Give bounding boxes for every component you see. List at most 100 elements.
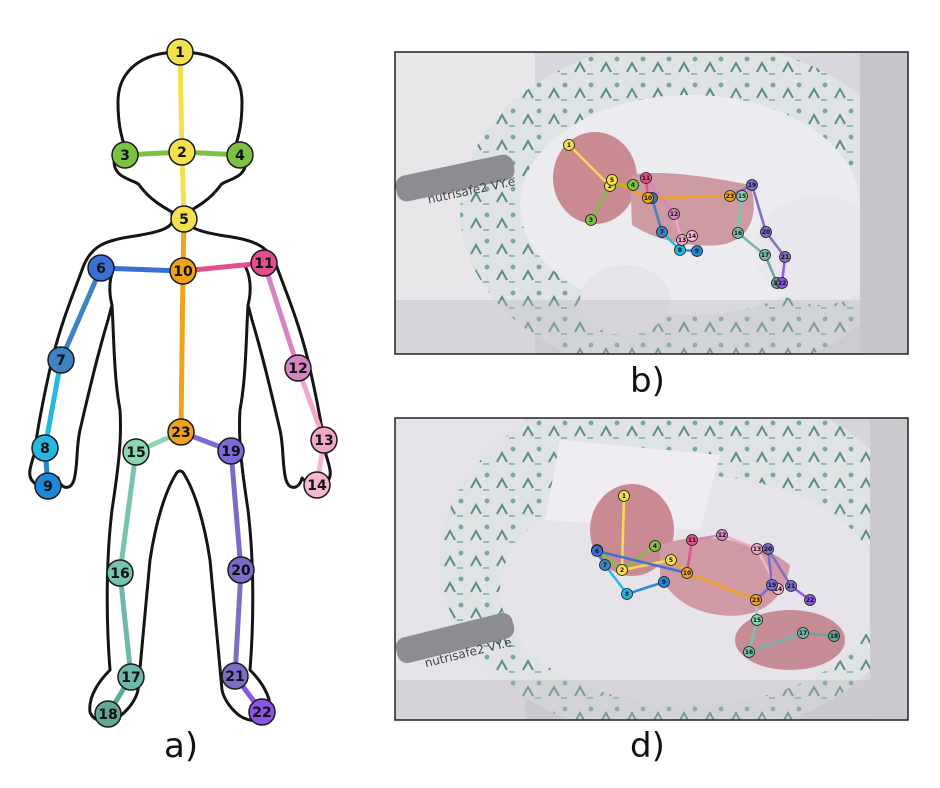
a-bone-1-2 — [177, 49, 185, 155]
b-keypoint-marker — [746, 179, 758, 191]
a-keypoint-marker — [170, 205, 198, 233]
a-keypoint-20: 20 — [227, 556, 255, 584]
b-keypoint-marker — [686, 230, 698, 242]
d-keypoint-number: 19 — [768, 582, 776, 589]
d-keypoint-number: 2 — [620, 567, 624, 574]
b-keypoint-7: 7 — [656, 226, 668, 238]
a-keypoint-number: 15 — [126, 445, 145, 461]
d-keypoint-number: 21 — [787, 583, 795, 590]
d-keypoint-marker — [616, 564, 628, 576]
panel-d-photo: nutrisafe2 VY.e 123456789101112131415161… — [394, 417, 909, 721]
b-keypoint-marker — [691, 245, 703, 257]
b-keypoint-number: 14 — [688, 233, 696, 240]
b-keypoint-marker — [627, 179, 639, 191]
b-bone-15-16 — [736, 194, 744, 235]
b-keypoint-1: 1 — [563, 139, 575, 151]
a-keypoint-marker — [47, 346, 75, 374]
a-keypoint-marker — [250, 249, 278, 277]
a-keypoint-marker — [34, 472, 62, 500]
photo-d-frame — [394, 417, 909, 721]
d-keypoint-marker — [828, 630, 840, 642]
b-keypoint-marker — [563, 139, 575, 151]
d-keypoint-marker — [591, 545, 603, 557]
d-keypoint-12: 12 — [716, 529, 728, 541]
a-keypoint-marker — [94, 700, 122, 728]
b-keypoint-marker — [640, 172, 652, 184]
b-keypoint-12: 12 — [668, 208, 680, 220]
d-keypoint-7: 7 — [599, 559, 611, 571]
a-keypoint-number: 5 — [179, 212, 189, 228]
a-bone-11-12 — [261, 260, 301, 371]
a-keypoint-number: 21 — [225, 669, 244, 685]
panel-b-photo: nutrisafe2 VY.e 123456789101112131415161… — [394, 51, 909, 355]
d-keypoint-marker — [804, 594, 816, 606]
a-keypoint-number: 13 — [314, 433, 333, 449]
a-keypoint-marker — [106, 559, 134, 587]
b-keypoint-4: 4 — [627, 179, 639, 191]
b-keypoint-15: 15 — [736, 190, 748, 202]
d-bone-16-17 — [747, 631, 805, 654]
d-keypoint-number: 12 — [718, 532, 726, 539]
a-keypoint-14: 14 — [303, 471, 331, 499]
a-keypoint-2: 2 — [168, 138, 196, 166]
d-keypoint-marker — [766, 579, 778, 591]
b-keypoint-number: 15 — [738, 193, 746, 200]
a-keypoint-number: 23 — [171, 425, 190, 441]
d-bone-8-9 — [625, 580, 666, 596]
a-keypoint-18: 18 — [94, 700, 122, 728]
a-keypoint-marker — [248, 698, 276, 726]
b-keypoint-number: 19 — [748, 182, 756, 189]
d-keypoint-number: 13 — [753, 546, 761, 553]
d-keypoint-marker — [686, 534, 698, 546]
d-keypoint-4: 4 — [649, 540, 661, 552]
d-keypoint-16: 16 — [743, 646, 755, 658]
a-bone-16-17 — [117, 570, 134, 680]
a-keypoint-23: 23 — [167, 418, 195, 446]
b-keypoint-number: 13 — [678, 237, 686, 244]
d-keypoint-marker — [649, 540, 661, 552]
b-keypoint-number: 1 — [567, 142, 571, 149]
d-keypoint-6: 6 — [591, 545, 603, 557]
a-keypoint-16: 16 — [106, 559, 134, 587]
a-keypoint-number: 10 — [173, 264, 193, 280]
a-keypoint-number: 19 — [221, 444, 240, 460]
a-keypoint-12: 12 — [284, 354, 312, 382]
d-keypoint-marker — [716, 529, 728, 541]
a-keypoint-marker — [217, 437, 245, 465]
a-keypoint-number: 6 — [96, 261, 106, 277]
a-keypoint-number: 7 — [56, 353, 66, 369]
d-keypoint-13: 13 — [751, 543, 763, 555]
d-keypoint-11: 11 — [686, 534, 698, 546]
a-bone-19-20 — [228, 448, 244, 573]
d-keypoint-5: 5 — [665, 554, 677, 566]
d-keypoint-marker — [658, 576, 670, 588]
d-keypoint-number: 9 — [662, 579, 666, 586]
photo-d: nutrisafe2 VY.e — [395, 418, 908, 720]
d-keypoint-10: 10 — [681, 567, 693, 579]
a-keypoint-17: 17 — [117, 663, 145, 691]
d-keypoint-number: 8 — [625, 591, 629, 598]
d-keypoint-marker — [750, 594, 762, 606]
b-keypoint-8: 8 — [674, 244, 686, 256]
d-keypoint-number: 5 — [669, 557, 673, 564]
a-keypoint-marker — [31, 434, 59, 462]
a-keypoint-number: 11 — [254, 256, 273, 272]
d-keypoint-marker — [621, 588, 633, 600]
a-keypoint-marker — [169, 257, 197, 285]
d-keypoint-marker — [665, 554, 677, 566]
d-keypoint-number: 14 — [774, 586, 782, 593]
a-keypoint-marker — [166, 38, 194, 66]
b-keypoint-16: 16 — [732, 227, 744, 239]
a-keypoint-marker — [303, 471, 331, 499]
a-keypoint-9: 9 — [34, 472, 62, 500]
d-keypoint-number: 7 — [603, 562, 607, 569]
b-keypoint-number: 2 — [608, 183, 612, 190]
d-keypoint-marker — [785, 580, 797, 592]
b-keypoint-marker — [732, 227, 744, 239]
a-keypoint-11: 11 — [250, 249, 278, 277]
d-keypoint-22: 22 — [804, 594, 816, 606]
d-bone-2-5 — [620, 558, 673, 572]
